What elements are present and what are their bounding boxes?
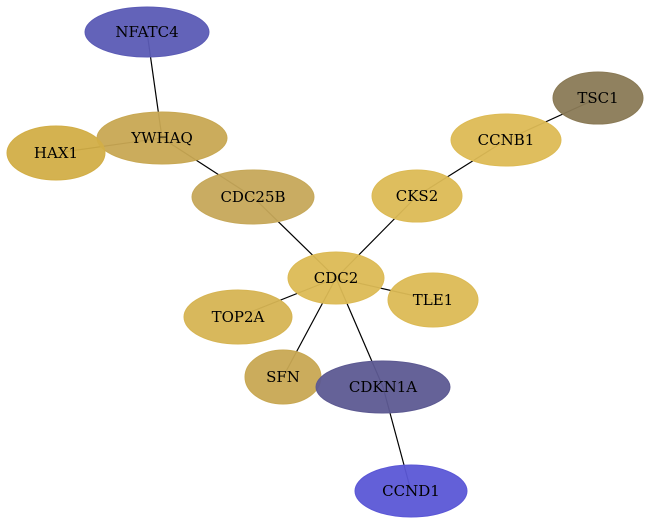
node-nfatc4[interactable]: NFATC4 xyxy=(84,6,210,58)
node-shape-cks2 xyxy=(371,169,463,223)
node-shape-tsc1 xyxy=(552,71,644,125)
node-tle1[interactable]: TLE1 xyxy=(387,272,479,328)
node-shape-nfatc4 xyxy=(84,6,210,58)
node-cdc25b[interactable]: CDC25B xyxy=(191,169,315,225)
node-cks2[interactable]: CKS2 xyxy=(371,169,463,223)
node-label-cks2: CKS2 xyxy=(396,187,439,205)
node-label-cdc25b: CDC25B xyxy=(220,188,285,206)
node-shape-tle1 xyxy=(387,272,479,328)
node-cdc2[interactable]: CDC2 xyxy=(287,251,385,305)
node-label-ccnb1: CCNB1 xyxy=(478,131,535,149)
node-shape-hax1 xyxy=(6,125,106,181)
node-hax1[interactable]: HAX1 xyxy=(6,125,106,181)
node-shape-cdc25b xyxy=(191,169,315,225)
node-label-hax1: HAX1 xyxy=(34,144,78,162)
node-shape-cdc2 xyxy=(287,251,385,305)
node-ccnb1[interactable]: CCNB1 xyxy=(450,113,562,167)
node-ccnd1[interactable]: CCND1 xyxy=(354,464,468,518)
node-label-top2a: TOP2A xyxy=(212,308,265,326)
node-shape-top2a xyxy=(183,289,293,345)
node-label-ywhaq: YWHAQ xyxy=(130,129,193,147)
node-tsc1[interactable]: TSC1 xyxy=(552,71,644,125)
node-label-nfatc4: NFATC4 xyxy=(115,23,178,41)
node-shape-cdkn1a xyxy=(315,360,451,414)
node-cdkn1a[interactable]: CDKN1A xyxy=(315,360,451,414)
node-label-cdc2: CDC2 xyxy=(314,269,359,287)
node-label-tle1: TLE1 xyxy=(413,291,453,309)
node-shape-ccnb1 xyxy=(450,113,562,167)
node-label-tsc1: TSC1 xyxy=(577,89,618,107)
node-ywhaq[interactable]: YWHAQ xyxy=(96,111,228,165)
node-label-ccnd1: CCND1 xyxy=(382,482,440,500)
node-sfn[interactable]: SFN xyxy=(244,349,322,405)
node-label-sfn: SFN xyxy=(266,368,300,386)
node-top2a[interactable]: TOP2A xyxy=(183,289,293,345)
node-label-cdkn1a: CDKN1A xyxy=(349,378,417,396)
node-shape-ccnd1 xyxy=(354,464,468,518)
